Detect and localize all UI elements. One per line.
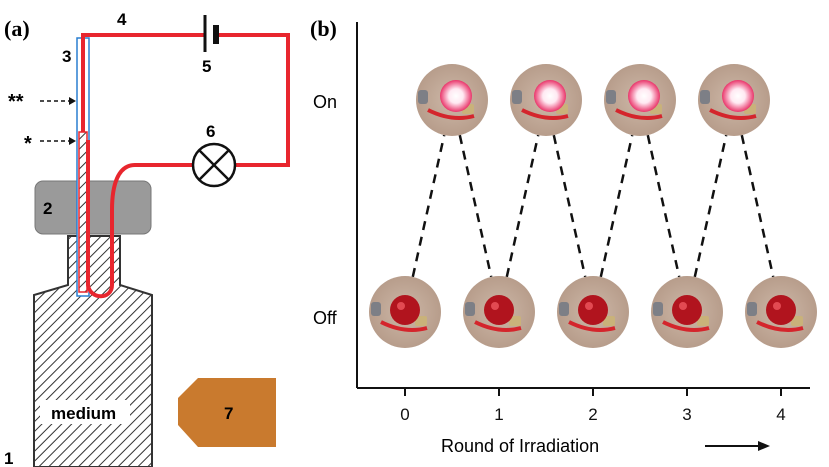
- state-connector: [411, 134, 446, 278]
- bulb-holder: [559, 302, 569, 316]
- panel-a: (a) medium ** * 1 2: [4, 10, 290, 467]
- bulb-cable: [427, 108, 475, 120]
- bulb-dark: [578, 295, 608, 325]
- bulb-cable: [615, 108, 663, 120]
- bulb-off-marker: [745, 276, 817, 348]
- bottle: [33, 235, 153, 467]
- bulb-off-marker: [369, 276, 441, 348]
- bulb-base: [697, 316, 709, 326]
- bulb-holder: [465, 302, 475, 316]
- tube-electrode-fill: [78, 131, 88, 293]
- x-tick-label: 2: [588, 405, 597, 424]
- x-tick-label: 4: [776, 405, 785, 424]
- row-label-on: On: [313, 92, 337, 112]
- callout-5: 5: [202, 57, 211, 76]
- bulb-highlight: [679, 302, 687, 310]
- medium-label-box: [40, 400, 130, 424]
- single-star-arrowhead: [69, 137, 76, 145]
- x-tick-label: 0: [400, 405, 409, 424]
- panel-a-label: (a): [4, 16, 30, 41]
- bulb-highlight: [773, 302, 781, 310]
- bulb-glow: [534, 80, 566, 112]
- bulb-dark: [484, 295, 514, 325]
- bulb-base: [791, 316, 803, 326]
- bulb-on-marker: [604, 64, 676, 136]
- bulb-glow: [440, 80, 472, 112]
- callout-1: 1: [4, 449, 13, 467]
- bulb-holder: [512, 90, 522, 104]
- bulb-cable: [756, 320, 804, 332]
- double-star-marker: **: [8, 91, 24, 113]
- bulb-off-marker: [463, 276, 535, 348]
- bulb-cable: [380, 320, 428, 332]
- bulb-holder: [653, 302, 663, 316]
- chart-layer: 0 1 2 3 4: [369, 64, 817, 424]
- bulb-highlight: [585, 302, 593, 310]
- bulb-base: [603, 316, 615, 326]
- state-connector: [740, 134, 775, 278]
- bulb-base: [509, 316, 521, 326]
- medium-label: medium: [51, 404, 116, 423]
- row-label-off: Off: [313, 308, 338, 328]
- x-axis-label: Round of Irradiation: [441, 436, 599, 456]
- bulb-highlight: [397, 302, 405, 310]
- bulb-holder: [747, 302, 757, 316]
- x-tick-label: 1: [494, 405, 503, 424]
- x-tick-label: 3: [682, 405, 691, 424]
- state-connector: [458, 134, 493, 278]
- wire: [81, 33, 290, 299]
- bulb-on-marker: [510, 64, 582, 136]
- bulb-holder: [700, 90, 710, 104]
- state-connector: [505, 134, 540, 278]
- bulb-glow: [722, 80, 754, 112]
- x-label-arrowhead: [758, 441, 770, 451]
- bulb-cable: [709, 108, 757, 120]
- bulb-glow: [628, 80, 660, 112]
- state-connector: [552, 134, 587, 278]
- bulb-holder: [371, 302, 381, 316]
- callout-2: 2: [43, 199, 52, 218]
- state-connector: [693, 134, 728, 278]
- lamp-icon: [191, 142, 237, 188]
- bulb-dark: [766, 295, 796, 325]
- single-star-marker: *: [24, 133, 32, 155]
- bulb-off-marker: [557, 276, 629, 348]
- panel-b: (b) On Off 0 1 2 3 4 Round of Irradiation: [310, 16, 817, 456]
- plug: [34, 180, 152, 235]
- callout-3: 3: [62, 47, 71, 66]
- bulb-cable: [662, 320, 710, 332]
- callout-4: 4: [117, 10, 127, 29]
- block-7: [178, 378, 276, 447]
- state-connector: [599, 134, 634, 278]
- double-star-arrowhead: [69, 97, 76, 105]
- panel-b-label: (b): [310, 16, 337, 41]
- bulb-highlight: [491, 302, 499, 310]
- bulb-on-marker: [416, 64, 488, 136]
- bulb-on-marker: [698, 64, 770, 136]
- bulb-cable: [474, 320, 522, 332]
- bulb-dark: [672, 295, 702, 325]
- bulb-dark: [390, 295, 420, 325]
- bulb-off-marker: [651, 276, 723, 348]
- state-connector: [646, 134, 681, 278]
- bulb-holder: [606, 90, 616, 104]
- callout-6: 6: [206, 122, 215, 141]
- bulb-cable: [521, 108, 569, 120]
- bulb-cable: [568, 320, 616, 332]
- callout-7: 7: [224, 404, 233, 423]
- bulb-holder: [418, 90, 428, 104]
- bulb-base: [415, 316, 427, 326]
